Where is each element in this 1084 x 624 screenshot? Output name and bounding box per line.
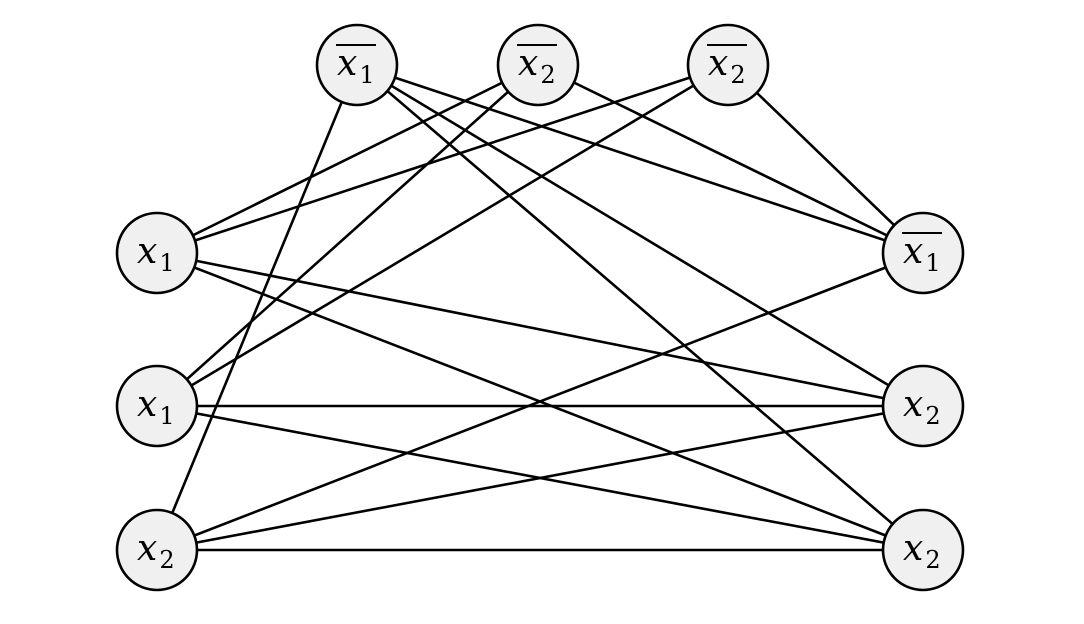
node-subscript: 2 xyxy=(925,402,940,430)
node-r1: x1 xyxy=(881,211,965,295)
node-r2: x2 xyxy=(881,364,965,448)
node-label: x1 xyxy=(137,384,175,430)
node-circle xyxy=(881,508,965,592)
node-label: x2 xyxy=(137,528,175,574)
node-var: x xyxy=(518,43,538,84)
node-l3: x2 xyxy=(115,508,199,592)
node-subscript: 1 xyxy=(359,61,374,89)
edge-t1-r3 xyxy=(355,63,925,552)
node-var: x xyxy=(137,231,157,272)
node-l1: x1 xyxy=(115,211,199,295)
node-circle xyxy=(115,364,199,448)
edge-l2-t2 xyxy=(155,63,540,408)
edge-l1-t2 xyxy=(155,63,540,255)
edge-l3-r1 xyxy=(155,251,925,552)
node-circle xyxy=(881,364,965,448)
edge-t1-r1 xyxy=(355,63,925,255)
node-subscript: 2 xyxy=(540,61,555,89)
node-label: x1 xyxy=(137,231,175,277)
node-subscript: 2 xyxy=(159,546,174,574)
edge-l3-r2 xyxy=(155,404,925,552)
edge-t2-r1 xyxy=(536,63,925,255)
node-label: x2 xyxy=(708,43,746,89)
node-subscript: 1 xyxy=(925,249,940,277)
node-var: x xyxy=(903,384,923,425)
node-l2: x1 xyxy=(115,364,199,448)
node-var: x xyxy=(708,43,728,84)
node-circle xyxy=(115,508,199,592)
node-var: x xyxy=(137,528,157,569)
node-circle xyxy=(115,211,199,295)
node-var: x xyxy=(903,528,923,569)
node-t1: x1 xyxy=(315,23,399,107)
edge-l1-t3 xyxy=(155,63,730,255)
node-t3: x2 xyxy=(686,23,770,107)
node-subscript: 2 xyxy=(730,61,745,89)
node-r3: x2 xyxy=(881,508,965,592)
node-t2: x2 xyxy=(496,23,580,107)
edge-t1-r2 xyxy=(355,63,925,408)
node-var: x xyxy=(903,231,923,272)
node-var: x xyxy=(137,384,157,425)
node-var: x xyxy=(337,43,357,84)
edge-l3-t1 xyxy=(155,63,359,552)
node-subscript: 2 xyxy=(925,546,940,574)
node-subscript: 1 xyxy=(159,249,174,277)
node-label: x2 xyxy=(903,384,941,430)
edge-l1-r2 xyxy=(155,251,925,408)
node-label: x2 xyxy=(903,528,941,574)
node-subscript: 1 xyxy=(159,402,174,430)
edge-l2-t3 xyxy=(155,63,730,408)
node-label: x1 xyxy=(903,231,941,277)
node-label: x1 xyxy=(337,43,375,89)
node-label: x2 xyxy=(518,43,556,89)
edge-t3-r1 xyxy=(726,63,925,255)
edges-layer xyxy=(155,63,925,552)
